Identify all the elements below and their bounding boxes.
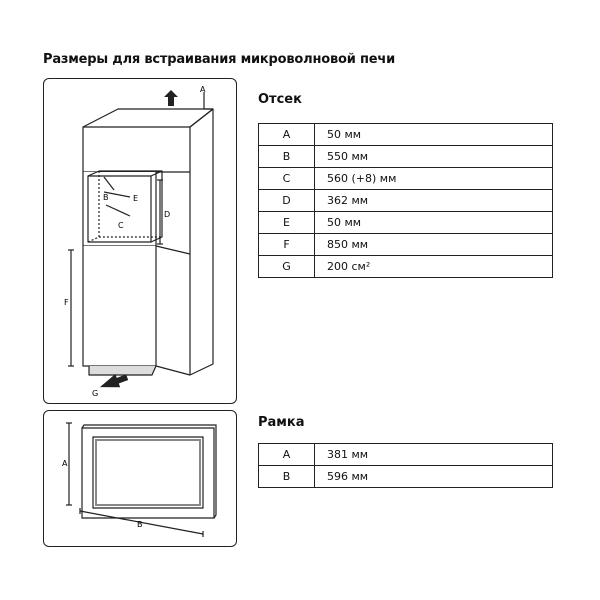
cabinet-diagram-panel: A B C D E F G <box>43 78 237 404</box>
diagram-label-b: B <box>103 193 109 202</box>
frame-section-title: Рамка <box>258 415 305 430</box>
diagram-label-d: D <box>164 210 170 219</box>
airflow-up-arrow-icon <box>164 90 178 106</box>
dimension-key: E <box>258 211 315 234</box>
dimension-value: 596 мм <box>314 465 553 488</box>
frame-diagram-label-b: B <box>137 520 143 529</box>
dimension-value: 560 (+8) мм <box>314 167 553 190</box>
dimension-key: C <box>258 167 315 190</box>
dimension-value: 50 мм <box>314 123 553 146</box>
dimension-value: 850 мм <box>314 233 553 256</box>
dimension-key: B <box>258 465 315 488</box>
dimension-key: A <box>258 123 315 146</box>
dimension-key: F <box>258 233 315 256</box>
dimension-key: G <box>258 255 315 278</box>
dimension-key: A <box>258 443 315 466</box>
compartment-section-title: Отсек <box>258 92 302 107</box>
diagram-label-g: G <box>92 389 98 398</box>
frame-diagram-label-a: A <box>62 459 68 468</box>
diagram-label-a: A <box>200 85 206 94</box>
dimension-value: 200 см² <box>314 255 553 278</box>
dimension-key: D <box>258 189 315 212</box>
diagram-label-e: E <box>133 194 138 203</box>
frame-diagram: A B <box>62 422 217 537</box>
diagram-label-c: C <box>118 221 124 230</box>
airflow-in-arrow-icon <box>99 374 129 388</box>
dimension-value: 381 мм <box>314 443 553 466</box>
frame-diagram-panel: A B <box>43 410 237 547</box>
diagram-label-f: F <box>64 298 69 307</box>
dimension-key: B <box>258 145 315 168</box>
dimension-value: 362 мм <box>314 189 553 212</box>
dimension-value: 50 мм <box>314 211 553 234</box>
cabinet-diagram: A B C D E F G <box>64 85 214 398</box>
page-title: Размеры для встраивания микроволновой пе… <box>43 52 396 67</box>
dimension-value: 550 мм <box>314 145 553 168</box>
